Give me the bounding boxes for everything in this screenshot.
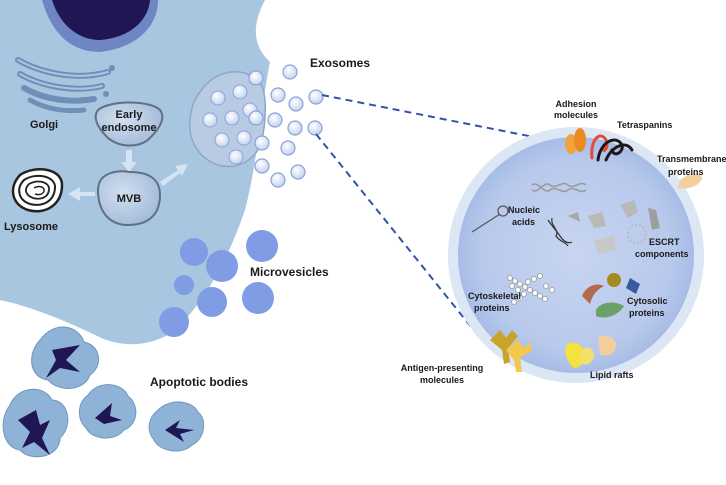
transmembrane-protein bbox=[678, 173, 702, 189]
apoptotic-bodies bbox=[2, 326, 205, 458]
arrow-endosome-to-mvb bbox=[121, 150, 137, 172]
early-endosome bbox=[94, 101, 164, 147]
mvb-label: MVB bbox=[117, 193, 142, 205]
cytosolic-label-2: proteins bbox=[629, 308, 665, 318]
arrow-mvb-to-exosome bbox=[160, 164, 188, 186]
lysosome-label: Lysosome bbox=[4, 221, 58, 233]
cytoskeletal-label-2: proteins bbox=[474, 303, 510, 313]
golgi bbox=[15, 57, 115, 114]
antigen-presenting-molecules bbox=[490, 330, 532, 372]
microvesicles-label: Microvesicles bbox=[250, 265, 329, 279]
dna-helix bbox=[531, 182, 587, 193]
cytoskeletal-proteins bbox=[507, 273, 555, 305]
escrt-label-1: ESCRT bbox=[649, 237, 680, 247]
lipid-rafts bbox=[565, 336, 616, 368]
mvb bbox=[96, 170, 162, 227]
zoom-line-bottom bbox=[315, 133, 481, 339]
cytosolic-label-1: Cytosolic bbox=[627, 296, 668, 306]
adhesion-label-2: molecules bbox=[554, 110, 598, 120]
early-endosome-label-2: endosome bbox=[101, 122, 156, 134]
dna-fragment bbox=[547, 217, 573, 247]
lipid-rafts-label: Lipid rafts bbox=[590, 370, 634, 380]
zoom-line-top bbox=[321, 94, 565, 144]
antigen-label-1: Antigen-presenting bbox=[401, 363, 484, 373]
tetraspanins bbox=[590, 134, 634, 162]
exosomes-label: Exosomes bbox=[310, 56, 370, 70]
golgi-label: Golgi bbox=[30, 119, 58, 131]
lysosome bbox=[11, 168, 64, 213]
nucleic-label-1: Nucleic bbox=[508, 205, 540, 215]
early-endosome-label-1: Early bbox=[116, 109, 144, 121]
nucleus bbox=[42, 0, 158, 52]
escrt-components bbox=[568, 200, 660, 254]
adhesion-label-1: Adhesion bbox=[555, 99, 596, 109]
arrow-mvb-to-lysosome bbox=[68, 187, 95, 201]
rna-hairpin bbox=[471, 205, 509, 233]
cytoskeletal-label-1: Cytoskeletal bbox=[468, 291, 521, 301]
exosomes-released bbox=[248, 64, 324, 188]
microvesicles bbox=[159, 230, 278, 337]
cytosolic-proteins bbox=[582, 273, 640, 318]
adhesion-molecules bbox=[565, 128, 586, 154]
nucleic-label-2: acids bbox=[512, 217, 535, 227]
apoptotic-bodies-label: Apoptotic bodies bbox=[150, 375, 248, 389]
antigen-label-2: molecules bbox=[420, 375, 464, 385]
tetraspanins-label: Tetraspanins bbox=[617, 120, 672, 130]
transmembrane-label-1: Transmembrane bbox=[657, 154, 726, 164]
transmembrane-label-2: proteins bbox=[668, 167, 704, 177]
escrt-label-2: components bbox=[635, 249, 689, 259]
exosome-detail bbox=[448, 127, 704, 383]
